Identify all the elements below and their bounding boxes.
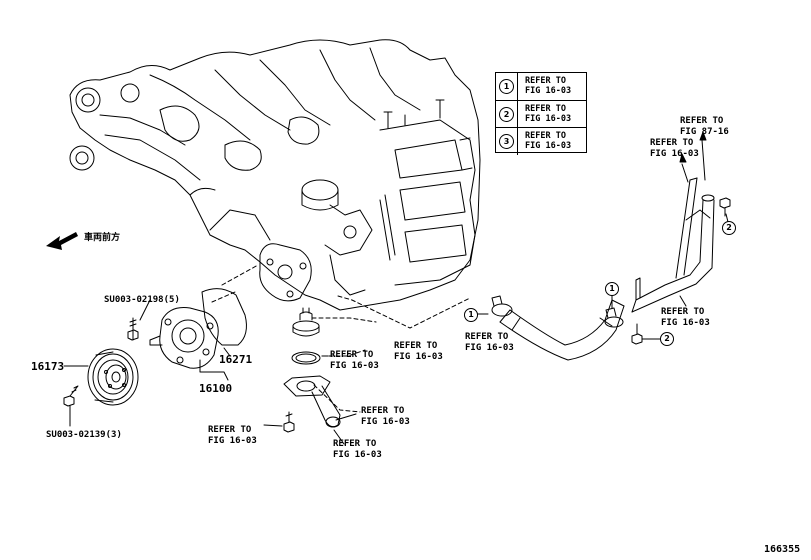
water-pump — [149, 307, 219, 369]
ref-line: FIG 16-03 — [465, 343, 514, 353]
ref-line: REFER TO — [208, 425, 252, 435]
ref-line: FIG 16-03 — [650, 149, 699, 159]
ref-line: REFER TO — [330, 350, 374, 360]
ref-thermostat[interactable]: REFER TO — [330, 350, 373, 361]
ref-line: REFER TO — [465, 332, 509, 342]
pipe-clamp — [604, 307, 624, 328]
ref-line: FIG 87-16 — [680, 127, 729, 137]
ref-gasket-ring[interactable]: FIG 16-03 — [330, 361, 379, 371]
legend-number: 1 — [499, 79, 514, 94]
callout-hose-clamp[interactable]: 1 — [464, 308, 478, 322]
thermostat-gasket — [291, 351, 321, 365]
water-pipe — [631, 177, 715, 313]
ref-line: REFER TO — [394, 341, 438, 351]
housing-bolt — [283, 411, 295, 433]
legend-number: 2 — [499, 107, 514, 122]
figure-number: 166355 — [764, 544, 801, 555]
pulley — [87, 348, 139, 406]
ref-line: REFER TO — [650, 138, 694, 148]
ref-line: REFER TO — [661, 307, 705, 317]
part-label-pulley[interactable]: 16173 — [31, 360, 65, 373]
ref-line: FIG 16-03 — [661, 318, 710, 328]
bolt-lower — [63, 385, 79, 407]
ref-line: REFER TO — [361, 406, 405, 416]
hose-clamp — [491, 295, 513, 317]
legend-text: REFER TO — [525, 104, 566, 114]
ref-line: FIG 16-03 — [361, 417, 410, 427]
water-outlet — [283, 375, 341, 428]
part-label-gasket[interactable]: 16271 — [219, 353, 253, 366]
legend-text: FIG 16-03 — [525, 86, 572, 96]
part-label-bolt-lower[interactable]: SU003-02139(3) — [46, 430, 122, 440]
callout-pipe-bolt[interactable]: 2 — [660, 332, 674, 346]
ref-line: REFER TO — [333, 439, 377, 449]
legend-number: 3 — [499, 134, 514, 149]
part-label-water-pump[interactable]: 16100 — [199, 382, 233, 395]
ref-line: FIG 16-03 — [333, 450, 382, 460]
pipe-bolt — [631, 323, 643, 345]
ref-line: FIG 16-03 — [208, 436, 257, 446]
vehicle-front-label: 車両前方 — [84, 233, 121, 243]
ref-line: FIG 16-03 — [394, 352, 443, 362]
reference-lines — [211, 264, 471, 413]
front-arrow — [46, 232, 78, 250]
pump-gasket — [201, 288, 247, 346]
thermostat — [292, 307, 320, 337]
part-label-bolt-upper[interactable]: SU003-02198(5) — [104, 295, 180, 305]
callout-top-bolt[interactable]: 2 — [722, 221, 736, 235]
legend-text: REFER TO — [525, 76, 566, 86]
legend-text: FIG 16-03 — [525, 141, 572, 151]
radiator-hose — [499, 299, 625, 361]
legend-text: FIG 16-03 — [525, 114, 572, 124]
engine-block — [69, 39, 481, 311]
ref-line: REFER TO — [680, 116, 724, 126]
callout-pipe-clamp[interactable]: 1 — [605, 282, 619, 296]
legend-text: REFER TO — [525, 131, 566, 141]
top-bolt — [719, 197, 731, 217]
